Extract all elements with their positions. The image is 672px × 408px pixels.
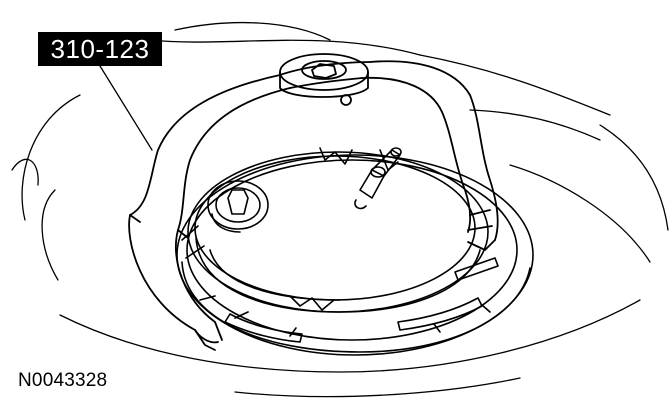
lock-ring	[177, 155, 533, 355]
figure-reference-number: N0043328	[18, 370, 108, 391]
special-tool-310-123	[129, 54, 498, 350]
electrical-connector	[208, 181, 268, 232]
tank-surface-contours	[12, 23, 668, 397]
callout-leader-line	[100, 66, 152, 150]
fuel-pump-module-flange	[188, 148, 488, 312]
tool-number-callout: 310-123	[38, 32, 162, 66]
fuel-outlet-nipple	[355, 148, 401, 208]
